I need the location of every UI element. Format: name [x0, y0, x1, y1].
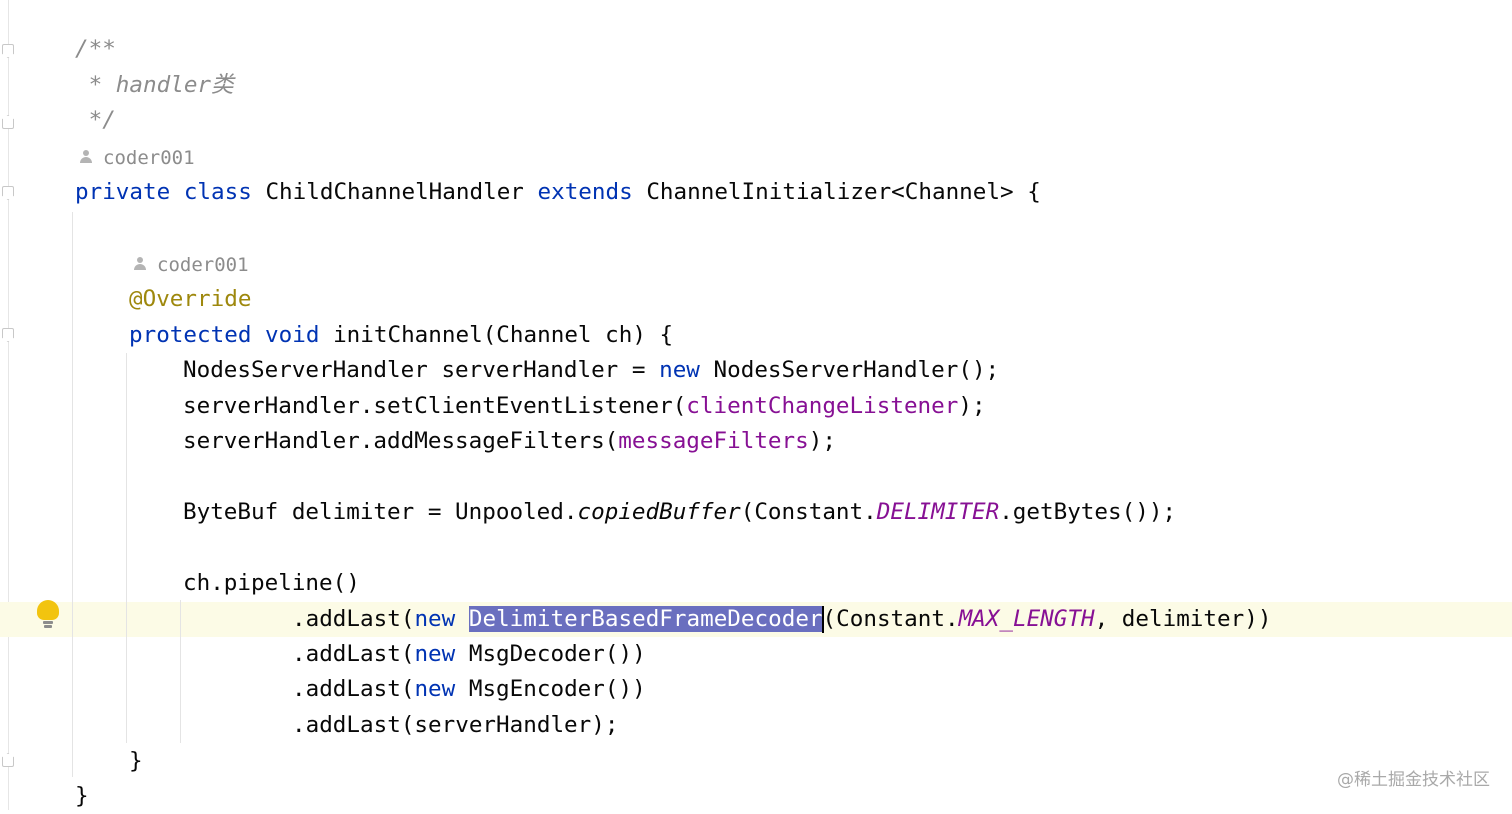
code-token — [170, 179, 184, 205]
text-caret — [821, 606, 824, 633]
constant-ref: DELIMITER — [876, 499, 1000, 525]
code-line: .addLast(new MsgDecoder()) — [292, 637, 646, 672]
code-token: ); — [808, 428, 836, 454]
code-token: (Constant. — [822, 606, 959, 632]
keyword: void — [265, 322, 320, 348]
code-token: ByteBuf delimiter = Unpooled. — [183, 499, 578, 525]
lightbulb-icon[interactable] — [37, 600, 59, 630]
code-line: ch.pipeline() — [183, 566, 360, 601]
code-token — [251, 322, 265, 348]
indent-guide — [72, 212, 73, 777]
field-ref: clientChangeListener — [686, 393, 959, 419]
keyword: new — [414, 641, 456, 667]
keyword: new — [414, 676, 456, 702]
code-line: @Override — [129, 282, 251, 317]
code-line: */ — [75, 103, 116, 138]
person-icon — [79, 149, 93, 165]
code-token: ); — [958, 393, 986, 419]
watermark: @稀土掘金技术社区 — [1337, 770, 1490, 790]
gutter — [8, 0, 9, 810]
code-token: .addLast( — [292, 641, 415, 667]
code-token: serverHandler.setClientEventListener( — [183, 393, 687, 419]
code-token: ChildChannelHandler — [251, 179, 538, 205]
code-token: .getBytes()); — [999, 499, 1177, 525]
comment: */ — [75, 107, 116, 133]
fold-open-icon[interactable] — [2, 328, 14, 342]
code-token: } — [129, 748, 143, 774]
code-line: serverHandler.setClientEventListener(cli… — [183, 389, 986, 424]
indent-guide — [180, 600, 181, 743]
code-token: NodesServerHandler serverHandler = — [183, 357, 660, 383]
code-line: .addLast(serverHandler); — [292, 708, 618, 743]
code-token: ch.pipeline() — [183, 570, 360, 596]
code-token: .addLast( — [292, 676, 415, 702]
fold-close-icon[interactable] — [2, 753, 14, 767]
code-token: .addLast( — [292, 606, 415, 632]
code-token: } — [75, 783, 89, 809]
selected-text: DelimiterBasedFrameDecoder — [468, 606, 823, 632]
indent-guide — [126, 353, 127, 743]
code-token: , delimiter)) — [1094, 606, 1272, 632]
fold-open-icon[interactable] — [2, 44, 14, 58]
code-token: initChannel(Channel ch) { — [319, 322, 674, 348]
code-line: private class ChildChannelHandler extend… — [75, 175, 1041, 210]
keyword: new — [659, 357, 700, 383]
constant-ref: MAX_LENGTH — [958, 606, 1095, 632]
author-name: coder001 — [103, 147, 195, 169]
keyword: protected — [129, 322, 252, 348]
comment: /** — [75, 36, 116, 62]
code-token: serverHandler.addMessageFilters( — [183, 428, 619, 454]
code-line: * handler类 — [75, 68, 234, 103]
fold-close-icon[interactable] — [2, 115, 14, 129]
author-name: coder001 — [157, 254, 249, 276]
author-hint[interactable]: coder001 — [133, 248, 249, 283]
fold-open-icon[interactable] — [2, 186, 14, 200]
static-call: copiedBuffer — [577, 499, 741, 525]
code-token: (Constant. — [740, 499, 877, 525]
code-token: ChannelInitializer<Channel> { — [632, 179, 1041, 205]
code-line: } — [75, 779, 89, 814]
keyword: private — [75, 179, 171, 205]
code-line: serverHandler.addMessageFilters(messageF… — [183, 424, 836, 459]
code-line: protected void initChannel(Channel ch) { — [129, 318, 673, 353]
code-token: NodesServerHandler(); — [699, 357, 1000, 383]
code-line: } — [129, 744, 143, 779]
code-line: NodesServerHandler serverHandler = new N… — [183, 353, 999, 388]
keyword: extends — [537, 179, 633, 205]
code-token: .addLast(serverHandler); — [292, 712, 619, 738]
code-line: ByteBuf delimiter = Unpooled.copiedBuffe… — [183, 495, 1176, 530]
comment: * handler类 — [75, 72, 234, 98]
keyword: new — [414, 606, 456, 632]
field-ref: messageFilters — [618, 428, 809, 454]
code-token: MsgEncoder()) — [455, 676, 646, 702]
code-token — [455, 606, 469, 632]
author-hint[interactable]: coder001 — [79, 141, 195, 176]
person-icon — [133, 256, 147, 272]
code-line: .addLast(new DelimiterBasedFrameDecoder(… — [292, 602, 1271, 637]
code-line: .addLast(new MsgEncoder()) — [292, 672, 646, 707]
annotation: @Override — [129, 286, 252, 312]
code-token: MsgDecoder()) — [455, 641, 646, 667]
keyword: class — [183, 179, 252, 205]
code-line: /** — [75, 32, 116, 67]
